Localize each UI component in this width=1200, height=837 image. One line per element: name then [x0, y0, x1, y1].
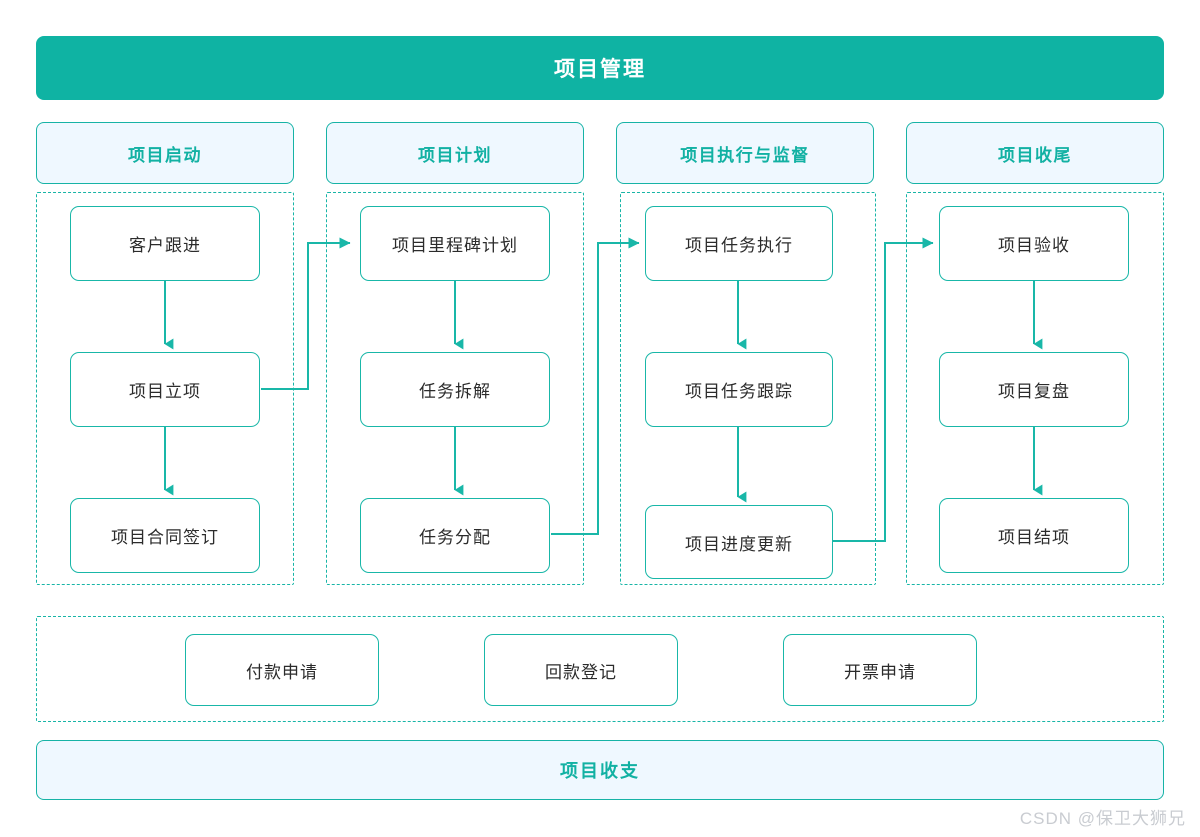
node-label: 任务拆解 — [419, 382, 491, 401]
footer-label: 项目收支 — [560, 761, 640, 781]
node-label: 项目验收 — [998, 236, 1070, 255]
phase-header-label: 项目启动 — [128, 145, 202, 165]
page-title: 项目管理 — [554, 58, 646, 81]
phase-header-initiation[interactable]: 项目启动 — [36, 122, 294, 184]
finance-container — [36, 616, 1164, 722]
node-progress-update[interactable]: 项目进度更新 — [645, 505, 833, 579]
node-task-execution[interactable]: 项目任务执行 — [645, 206, 833, 281]
node-receipt-registration[interactable]: 回款登记 — [484, 634, 678, 706]
phase-header-label: 项目执行与监督 — [680, 145, 810, 165]
node-task-assignment[interactable]: 任务分配 — [360, 498, 550, 573]
node-label: 开票申请 — [844, 662, 916, 682]
phase-header-closing[interactable]: 项目收尾 — [906, 122, 1164, 184]
node-label: 付款申请 — [246, 662, 318, 682]
node-label: 项目合同签订 — [111, 528, 219, 547]
node-label: 项目复盘 — [998, 382, 1070, 401]
node-project-closure[interactable]: 项目结项 — [939, 498, 1129, 573]
node-invoice-request[interactable]: 开票申请 — [783, 634, 977, 706]
footer-bar[interactable]: 项目收支 — [36, 740, 1164, 800]
node-label: 项目任务跟踪 — [685, 382, 793, 401]
node-label: 回款登记 — [545, 662, 617, 682]
node-milestone-plan[interactable]: 项目里程碑计划 — [360, 206, 550, 281]
phase-header-label: 项目计划 — [418, 145, 492, 165]
node-label: 客户跟进 — [129, 236, 201, 255]
node-label: 项目立项 — [129, 382, 201, 401]
node-project-acceptance[interactable]: 项目验收 — [939, 206, 1129, 281]
node-task-breakdown[interactable]: 任务拆解 — [360, 352, 550, 427]
phase-header-execution[interactable]: 项目执行与监督 — [616, 122, 874, 184]
node-payment-request[interactable]: 付款申请 — [185, 634, 379, 706]
watermark-text: CSDN @保卫大狮兄 — [1019, 809, 1186, 828]
node-customer-followup[interactable]: 客户跟进 — [70, 206, 260, 281]
node-project-review[interactable]: 项目复盘 — [939, 352, 1129, 427]
node-label: 任务分配 — [419, 528, 491, 547]
watermark: CSDN @保卫大狮兄 — [1020, 804, 1186, 829]
node-task-tracking[interactable]: 项目任务跟踪 — [645, 352, 833, 427]
node-label: 项目进度更新 — [685, 534, 793, 554]
page-title-banner: 项目管理 — [36, 36, 1164, 100]
node-project-initiation[interactable]: 项目立项 — [70, 352, 260, 427]
node-contract-signing[interactable]: 项目合同签订 — [70, 498, 260, 573]
node-label: 项目任务执行 — [685, 236, 793, 255]
phase-header-label: 项目收尾 — [998, 145, 1072, 165]
node-label: 项目结项 — [998, 528, 1070, 547]
phase-header-planning[interactable]: 项目计划 — [326, 122, 584, 184]
node-label: 项目里程碑计划 — [392, 236, 518, 255]
